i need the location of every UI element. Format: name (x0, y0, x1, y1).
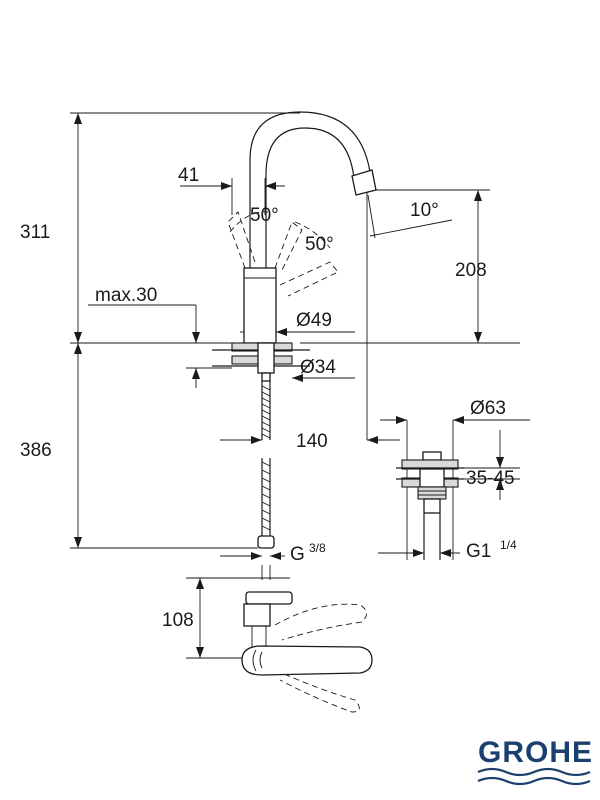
dim-body-diameter: Ø49 (296, 310, 332, 331)
spout-angle-dimension: 10° (366, 192, 453, 440)
dim-waste-thread: G1 (466, 541, 491, 562)
dim-connection-thread: G (290, 544, 305, 565)
overall-height-dimension: 311 386 (20, 112, 300, 549)
dim-waste-fraction: 1/4 (500, 538, 517, 552)
dim-spout-height: 208 (455, 260, 487, 281)
dim-spout-reach: 140 (296, 431, 328, 452)
brand-name: GROHE (478, 736, 593, 769)
spout-height-dimension: 208 (300, 189, 520, 344)
dim-waste-thickness: 35-45 (466, 468, 515, 489)
dim-angle-left: 50° (250, 205, 279, 226)
waste-valve: Ø63 35-45 G1 1/4 (378, 398, 530, 562)
top-view: 108 (162, 565, 373, 713)
dim-angle-right: 50° (305, 234, 334, 255)
offset-dimension: 41 (178, 165, 285, 215)
diameter-dimensions: Ø49 Ø34 (240, 310, 355, 382)
grohe-logo: GROHE (477, 736, 593, 786)
dim-offset: 41 (178, 165, 199, 186)
connection-thread-dimension: G 3/8 (220, 541, 326, 565)
faucet-body (212, 111, 377, 549)
dim-connection-fraction: 3/8 (309, 541, 326, 555)
dim-hole-diameter: Ø34 (300, 357, 336, 378)
dim-lever-height: 108 (162, 610, 194, 631)
reach-dimension: 140 (220, 431, 400, 452)
dim-spout-angle: 10° (410, 200, 439, 221)
deck-thickness-dimension: max.30 (88, 285, 232, 388)
dim-height-upper: 311 (20, 222, 50, 243)
dim-max-deck: max.30 (95, 285, 157, 306)
dim-height-lower: 386 (20, 440, 52, 461)
dim-waste-diameter: Ø63 (470, 398, 506, 419)
